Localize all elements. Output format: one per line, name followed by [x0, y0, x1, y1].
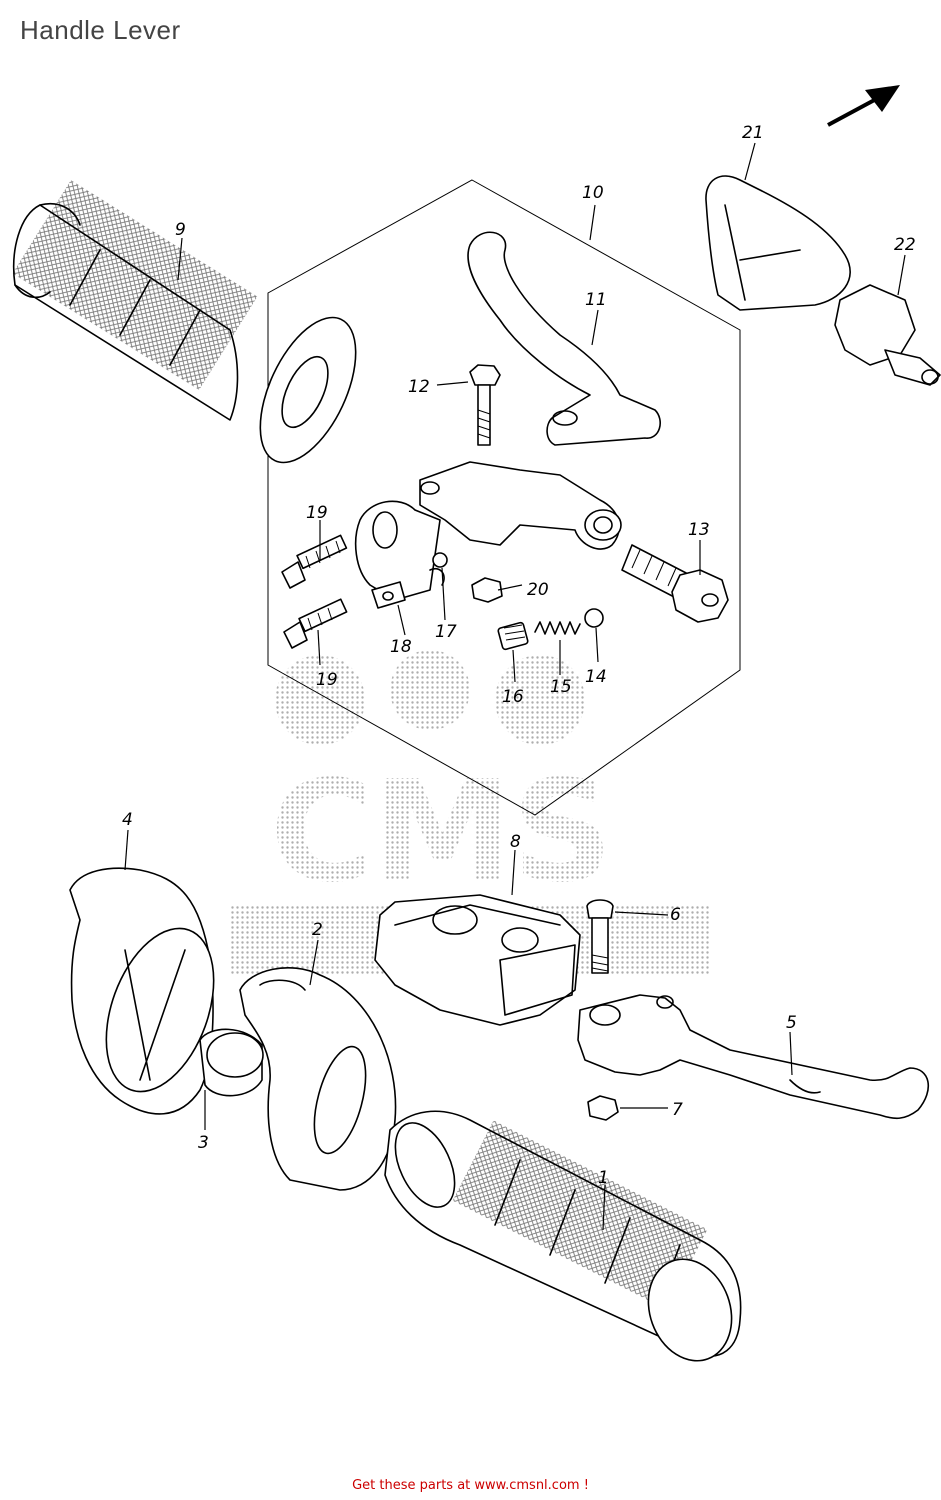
part-17-18-clamp: [371, 552, 448, 609]
watermark-text: CMS: [270, 751, 613, 914]
part-11-lever: [467, 231, 661, 446]
footer-link[interactable]: Get these parts at www.cmsnl.com !: [352, 1478, 589, 1493]
part-14-ball: [584, 608, 604, 628]
callout-12: 12: [408, 377, 430, 397]
assembly-frame: [267, 179, 741, 816]
part-4-cover: [69, 867, 215, 1115]
callout-9: 9: [175, 220, 186, 240]
part-7-nut: [587, 1095, 619, 1121]
callout-4: 4: [122, 810, 133, 830]
callout-18: 18: [390, 637, 412, 657]
callout-2: 2: [312, 920, 323, 940]
callout-13: 13: [688, 520, 710, 540]
part-22-adjuster: [834, 284, 941, 386]
callout-17: 17: [435, 622, 457, 642]
callout-10: 10: [582, 183, 604, 203]
callout-15: 15: [550, 677, 572, 697]
callout-16: 16: [502, 687, 524, 707]
callouts: 1 2 3 4 5 6 7 8 9 10 11 12 13 14 15 16 1…: [122, 123, 916, 1188]
part-15-spring: [534, 621, 581, 635]
part-21-boot: [705, 175, 851, 311]
part-1-grip: [384, 1110, 742, 1362]
lever-holder: [354, 461, 622, 601]
callout-19-lower: 19: [316, 670, 338, 690]
callout-6: 6: [670, 905, 681, 925]
callout-19-upper: 19: [306, 503, 328, 523]
callout-11: 11: [585, 290, 607, 310]
callout-3: 3: [198, 1133, 209, 1153]
part-5-lever: [577, 994, 930, 1120]
part-20-nut: [471, 577, 503, 603]
callout-20: 20: [527, 580, 549, 600]
part-19-screw-lower: [283, 598, 348, 649]
callout-7: 7: [672, 1100, 683, 1120]
part-12-bolt: [469, 364, 501, 446]
part-13-adjuster: [621, 544, 729, 623]
callout-21: 21: [742, 123, 764, 143]
part-3-sleeve: [199, 1028, 264, 1097]
callout-8: 8: [510, 832, 521, 852]
leader-lines: [124, 142, 906, 1231]
part-16-pin: [497, 621, 529, 651]
page-title: Handle Lever: [20, 15, 181, 45]
direction-arrow: [827, 85, 900, 127]
callout-22: 22: [894, 235, 916, 255]
part-9-grip: [12, 180, 357, 464]
callout-5: 5: [786, 1013, 797, 1033]
part-8-housing: [374, 894, 581, 1026]
callout-14: 14: [585, 667, 607, 687]
callout-1: 1: [598, 1168, 609, 1188]
part-19-screw-upper: [281, 534, 348, 589]
part-6-bolt: [586, 899, 614, 974]
part-2-throttle: [239, 967, 397, 1191]
